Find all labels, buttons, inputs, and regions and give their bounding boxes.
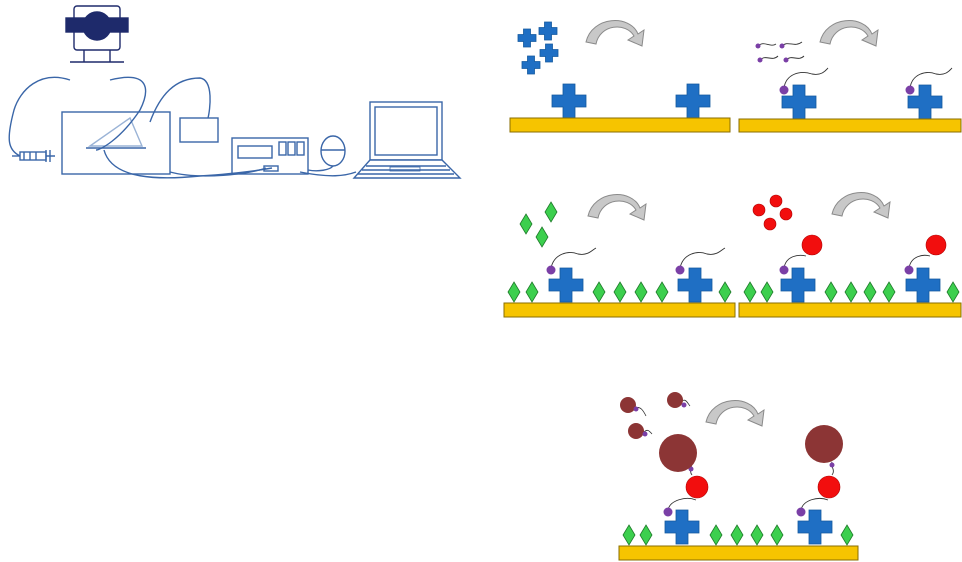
linker (779, 265, 789, 275)
syringe-icon (12, 150, 55, 162)
curved-arrow-icon (819, 20, 879, 47)
lamp-icon (65, 5, 129, 63)
free-blockers (519, 201, 558, 248)
antibody (675, 83, 711, 119)
step-5-panel (618, 392, 859, 561)
pump-controller (231, 137, 309, 175)
gold-substrate (618, 545, 859, 561)
tubing-out (169, 167, 267, 177)
optical-fiber-input (8, 76, 71, 157)
gold-substrate (738, 302, 962, 318)
linker-tail (908, 254, 931, 269)
linker-tail (667, 498, 697, 511)
bound-target (801, 234, 823, 256)
linker-tail (800, 498, 829, 511)
step-2-panel (738, 20, 962, 133)
mouse-icon (307, 135, 346, 172)
step-1-panel (509, 20, 731, 133)
step-3-panel (503, 194, 736, 318)
curved-arrow-icon (587, 194, 647, 221)
bound-target (925, 234, 947, 256)
laptop-icon (352, 101, 462, 179)
curved-arrow-icon (831, 192, 891, 219)
linker-tail (679, 247, 726, 269)
linker (546, 265, 556, 275)
cable (299, 171, 357, 177)
optical-fiber-loop (95, 76, 147, 151)
linker (905, 85, 915, 95)
detector-box (179, 117, 219, 143)
linker-tail (783, 67, 829, 89)
linker (796, 507, 806, 517)
gold-substrate (738, 118, 962, 133)
linker (779, 85, 789, 95)
prism-icon (87, 116, 144, 147)
free-antibodies (517, 21, 559, 75)
linker-tail (783, 254, 807, 269)
antibody (551, 83, 587, 119)
free-probes (620, 392, 691, 439)
linker (904, 265, 914, 275)
free-targets (752, 194, 793, 231)
nanoparticle-probe (805, 425, 843, 463)
linker (663, 507, 673, 517)
optical-fiber-top (149, 77, 211, 123)
curved-arrow-icon (585, 20, 645, 47)
bound-target (817, 475, 841, 499)
nanoparticle-probe (659, 434, 697, 472)
flow-cell-box (61, 111, 171, 175)
curved-arrow-icon (705, 400, 765, 427)
linker-tail (909, 67, 953, 89)
linker-tail (550, 247, 597, 269)
instrument-setup (8, 5, 462, 179)
linker (829, 462, 835, 468)
gold-substrate (503, 302, 736, 318)
step-4-panel (738, 192, 962, 318)
linker (675, 265, 685, 275)
bound-target (685, 475, 709, 499)
gold-substrate (509, 117, 731, 133)
